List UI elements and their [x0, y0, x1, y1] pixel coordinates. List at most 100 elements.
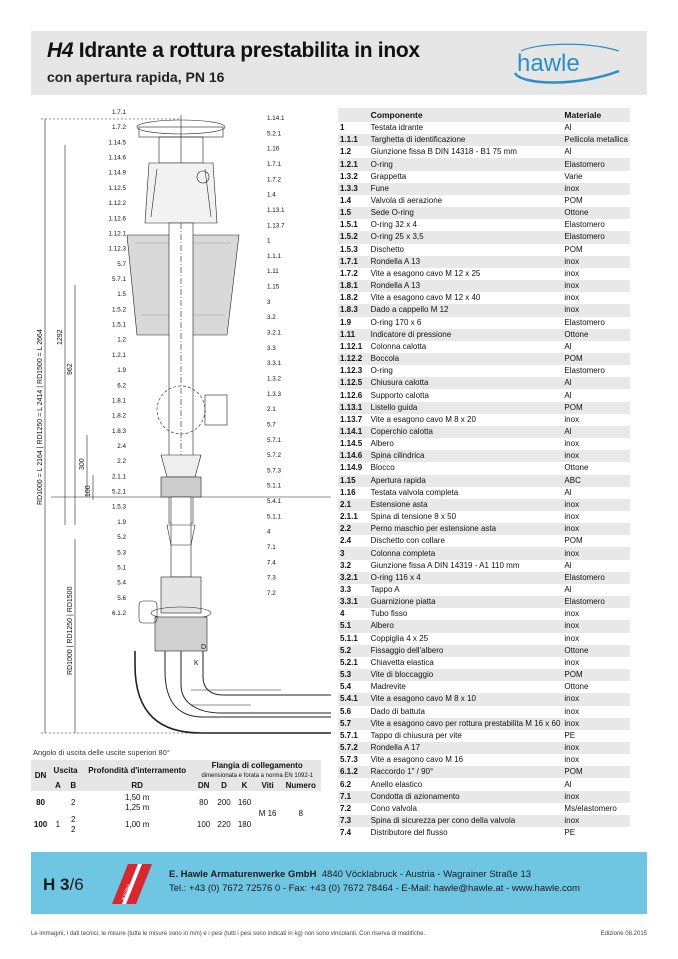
parts-cell-comp: Tubo fisso [368, 608, 563, 621]
parts-cell-comp: Tappo A [368, 583, 563, 597]
callout-label: 1.7.1 [112, 109, 127, 116]
parts-cell-num: 1.5.2 [338, 231, 369, 244]
parts-cell-comp: Distributore del flusso [368, 827, 563, 840]
callout-label: 5.2.1 [267, 130, 282, 137]
parts-cell-comp: Testata idrante [368, 122, 563, 135]
parts-cell-comp: Guarnizione piatta [368, 596, 563, 609]
callout-label: 5.7.1 [112, 276, 127, 283]
parts-cell-num: 3 [338, 547, 369, 560]
spec-100-b2: 2 [71, 825, 76, 834]
parts-cell-mat: inox [562, 608, 630, 621]
parts-cell-comp: Coppiglia 4 x 25 [368, 632, 563, 645]
parts-cell-num: 1.3.3 [338, 182, 369, 195]
callout-label: 1.13.1 [267, 207, 285, 214]
spec-80-d: 200 [213, 791, 235, 814]
callout-label: 5.3 [117, 549, 126, 556]
page-number-main: H 3 [43, 875, 70, 894]
callout-label: 3.2 [267, 314, 276, 321]
callout-label: 1.14.6 [108, 155, 126, 162]
company-address: 4840 Vöcklabruck - Austria - Wagrainer S… [321, 869, 532, 880]
parts-cell-mat: inox [562, 754, 630, 767]
callout-label: 5.1.1 [267, 513, 282, 520]
parts-cell-comp: Vite a esagono cavo M 16 [368, 754, 563, 767]
parts-cell-comp: Apertura rapida [368, 474, 563, 487]
parts-cell-comp: Valvola di aerazione [368, 194, 563, 208]
header-band: H4 Idrante a rottura prestabilita in ino… [31, 31, 647, 95]
page-number-sub: /6 [69, 875, 84, 894]
parts-cell-mat: Elastomero [562, 158, 630, 171]
parts-cell-comp: Fissaggio dell'albero [368, 644, 563, 657]
parts-cell-num: 1.12.3 [338, 365, 369, 378]
parts-cell-num: 5.1 [338, 620, 369, 633]
spec-100-a: 1 [55, 820, 61, 829]
parts-cell-mat: inox [562, 693, 630, 706]
callout-label: 2.1 [267, 406, 276, 413]
callout-label: 1.8.1 [112, 397, 127, 404]
parts-cell-mat: Ottone [562, 328, 630, 341]
parts-cell-num: 7.3 [338, 814, 369, 828]
spec-h-flangia-title: Flangia di collegamento [211, 761, 303, 770]
parts-cell-comp: Albero [368, 620, 563, 633]
callout-label: 5.1.1 [267, 483, 282, 490]
parts-cell-mat: inox [562, 498, 630, 511]
parts-cell-comp: Dado a cappello M 12 [368, 304, 563, 317]
parts-header-row: Componente Materiale [338, 108, 630, 122]
spec-80-k: 160 [234, 791, 255, 814]
dim-1292: 1292 [57, 329, 64, 345]
parts-cell-comp: Dischetto [368, 243, 563, 256]
parts-cell-num: 1.7.2 [338, 267, 369, 281]
parts-cell-comp: Testata valvola completa [368, 486, 563, 499]
parts-cell-comp: Grappetta [368, 170, 563, 183]
parts-cell-mat: inox [562, 280, 630, 293]
angle-note: Angolo di uscita delle uscite superiori … [33, 748, 170, 757]
parts-cell-mat: inox [562, 717, 630, 730]
callout-label: 1.14.9 [108, 170, 126, 177]
parts-cell-num: 1.14.9 [338, 462, 369, 475]
parts-cell-comp: Blocco [368, 462, 563, 475]
callout-label: 1.5.3 [112, 504, 127, 511]
callout-label: 5.2.1 [112, 489, 127, 496]
callout-label: 7.2 [267, 590, 276, 597]
parts-cell-mat: Ottone [562, 207, 630, 220]
parts-cell-mat: inox [562, 182, 630, 195]
footer-band: H 3/6 AUSTRIA E. Hawle Armaturenwerke Gm… [31, 852, 647, 914]
spec-h-a: A [50, 780, 66, 792]
callout-label: 1.2 [117, 337, 126, 344]
parts-cell-num: 1.2.1 [338, 158, 369, 171]
spec-viti: M 16 [254, 791, 281, 836]
parts-cell-num: 1.12.6 [338, 389, 369, 402]
parts-cell-num: 5.7.3 [338, 754, 369, 767]
parts-cell-mat: inox [562, 450, 630, 463]
parts-cell-comp: Colonna calotta [368, 340, 563, 353]
parts-cell-num: 1.13.7 [338, 413, 369, 426]
parts-cell-comp: Rondella A 13 [368, 280, 563, 293]
hawle-logo: hawle [513, 43, 620, 84]
parts-cell-comp: Spina cilindrica [368, 450, 563, 463]
dim-rd-top: RD1000 = L 2164 | RD1250 = L 2414 | RD15… [37, 329, 44, 505]
flag-text: AUSTRIA [120, 883, 131, 901]
parts-cell-num: 3.2 [338, 559, 369, 572]
parts-cell-mat: inox [562, 656, 630, 670]
callout-label: 1.13.7 [267, 222, 285, 229]
parts-cell-num: 1.2 [338, 146, 369, 159]
dim-962: 962 [67, 363, 74, 375]
